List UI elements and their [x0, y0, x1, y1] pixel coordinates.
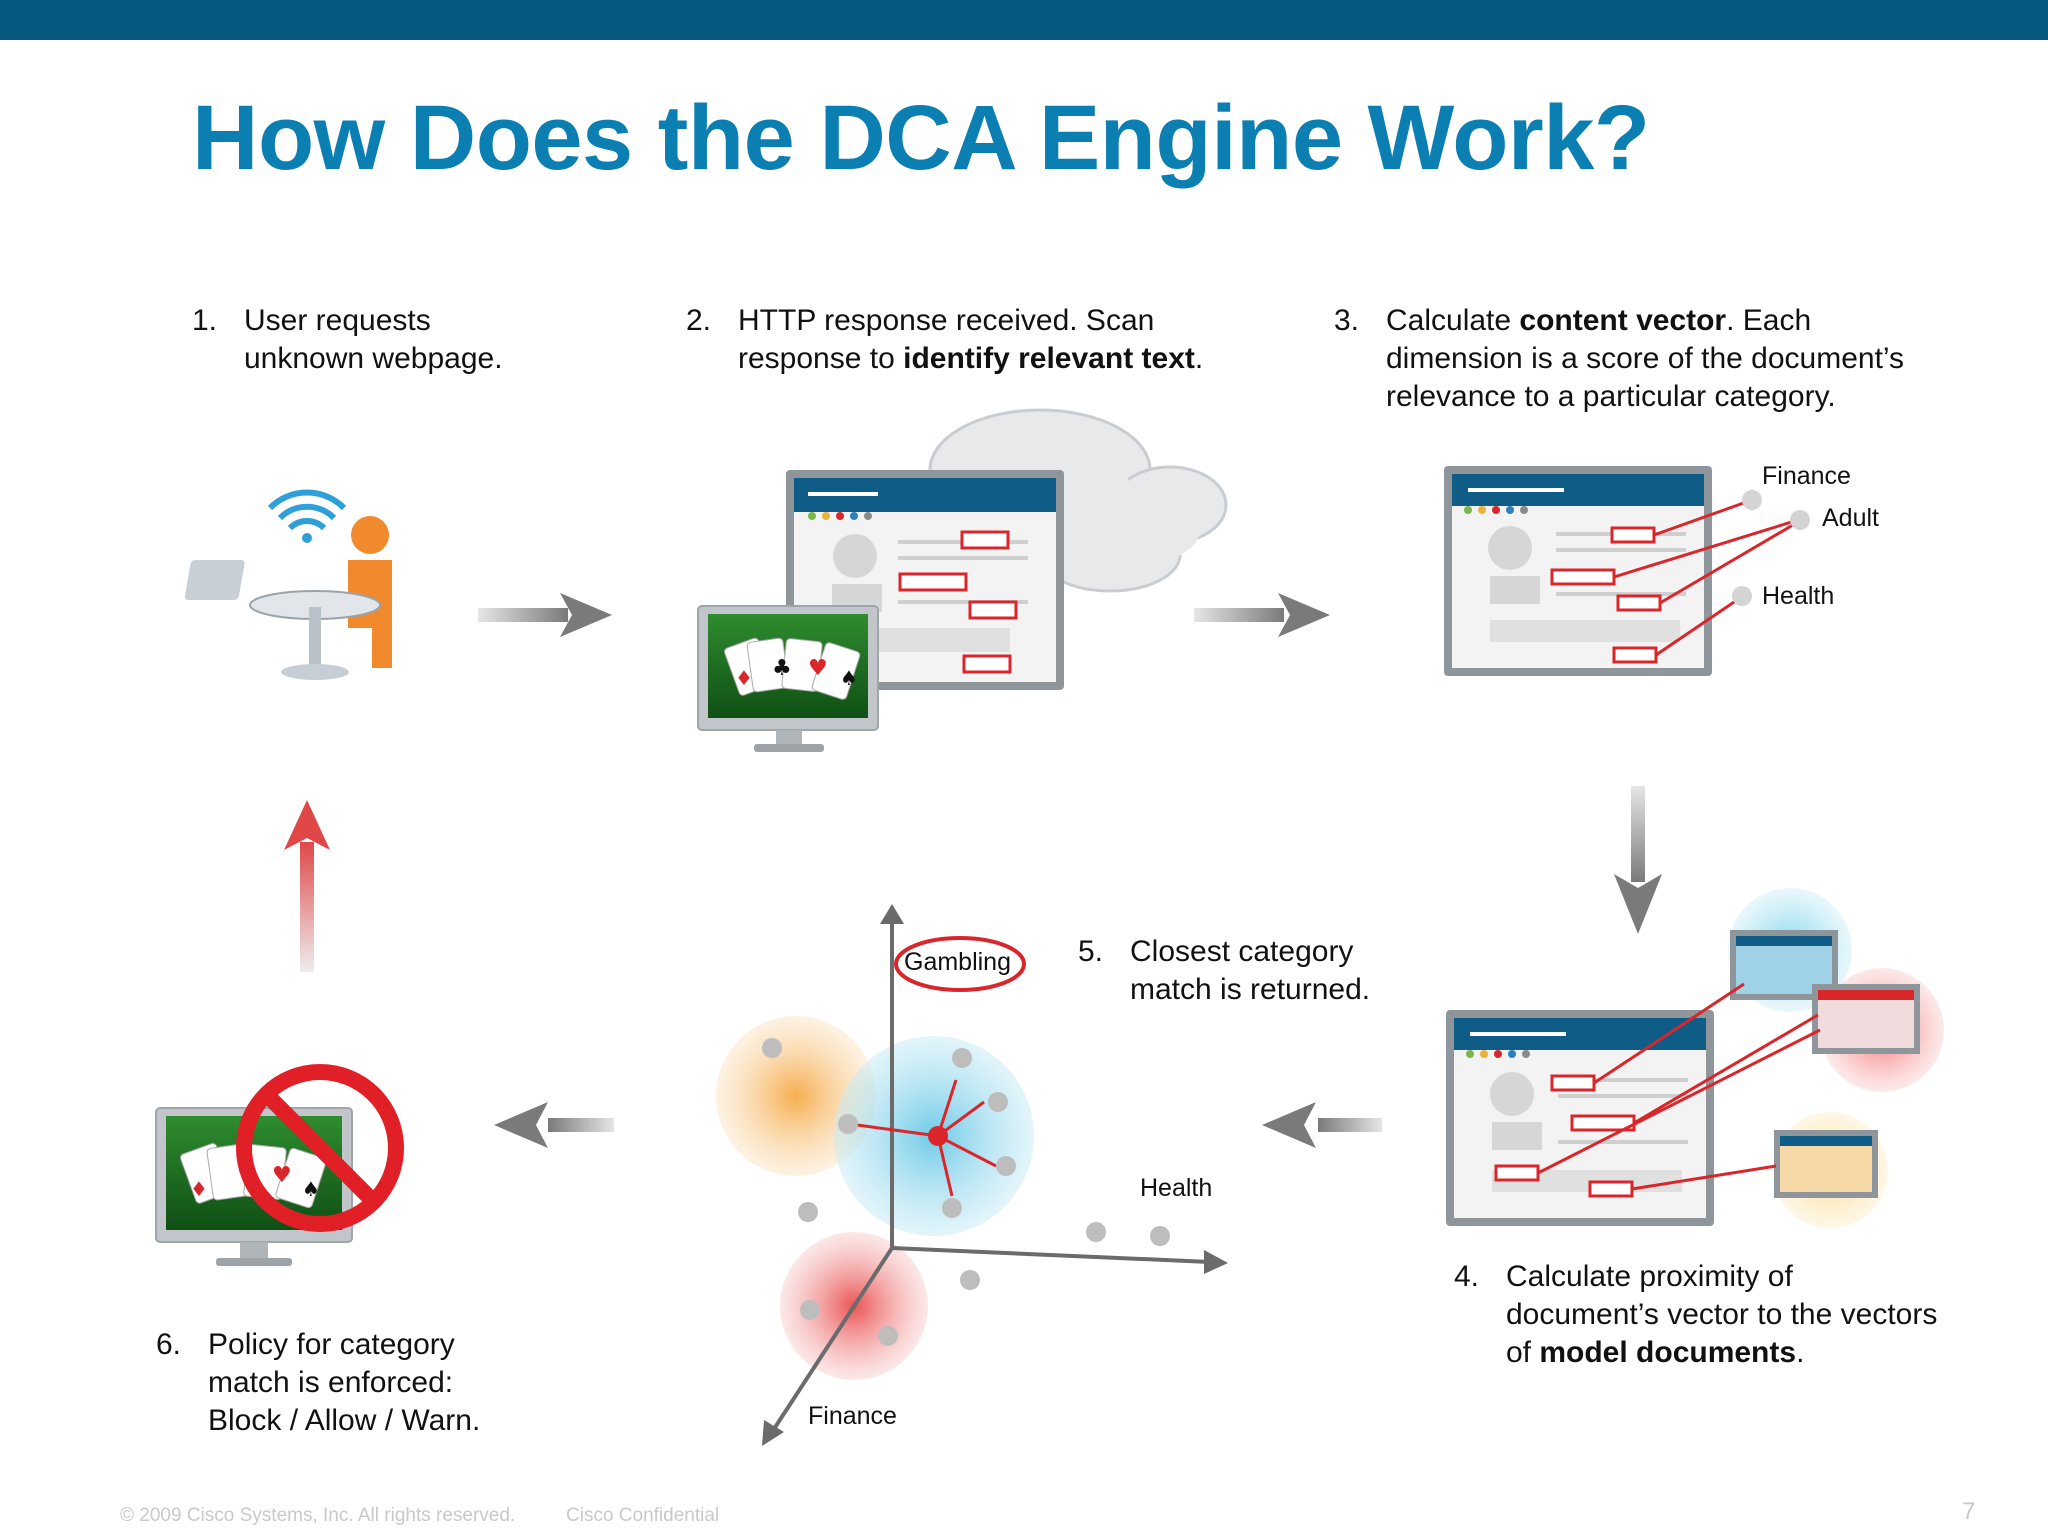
step-line: match is enforced: — [208, 1366, 454, 1399]
step-line: dimension is a score of the document’s — [1386, 342, 1905, 375]
step-line: Block / Allow / Warn. — [208, 1404, 481, 1437]
label-finance: Finance — [1762, 462, 1851, 490]
step-line: Calculate content vector. Each — [1386, 302, 1904, 340]
step-line: Policy for category — [208, 1328, 455, 1361]
step-text: Calculate — [1386, 304, 1520, 337]
svg-text:♣: ♣ — [772, 656, 792, 681]
step-line: relevance to a particular category. — [1386, 380, 1836, 413]
model-documents-icon — [1446, 888, 1944, 1228]
arrow-left-icon — [1262, 1102, 1382, 1148]
svg-text:♠: ♠ — [302, 1177, 320, 1201]
step-text: . — [1194, 342, 1204, 375]
arrow-right-icon — [1194, 593, 1330, 637]
step-number: 6. — [156, 1328, 182, 1361]
step-line: unknown webpage. — [244, 342, 503, 375]
step-line: match is returned. — [1130, 973, 1371, 1006]
svg-text:♦: ♦ — [735, 666, 753, 690]
step-text: of — [1506, 1336, 1540, 1369]
step-number: 3. — [1334, 304, 1360, 337]
arrow-up-icon — [284, 800, 330, 972]
label-gambling: Gambling — [904, 948, 1011, 976]
step-text: . Each — [1726, 304, 1812, 337]
step-line: response to identify relevant text. — [738, 340, 1203, 378]
step-line: of model documents. — [1506, 1334, 1937, 1372]
blocked-site-icon: ♦ ♥ ♠ — [155, 1064, 404, 1266]
slide-title: How Does the DCA Engine Work? — [192, 87, 1650, 189]
step-number: 2. — [686, 304, 712, 337]
label-adult: Adult — [1822, 504, 1879, 532]
arrow-left-icon — [494, 1102, 614, 1148]
axis-label-finance: Finance — [808, 1402, 897, 1430]
step-number: 1. — [192, 304, 218, 337]
copyright-text: © 2009 Cisco Systems, Inc. All rights re… — [120, 1505, 516, 1526]
step-emphasis: model documents — [1539, 1336, 1797, 1369]
step-emphasis: identify relevant text — [903, 342, 1195, 375]
svg-text:♥: ♥ — [808, 656, 828, 681]
step-line: User requests — [244, 304, 431, 337]
axis-label-health: Health — [1140, 1174, 1213, 1202]
step-line: document’s vector to the vectors — [1506, 1298, 1938, 1331]
arrow-down-icon — [1614, 786, 1662, 934]
arrow-right-icon — [478, 593, 612, 637]
svg-text:♦: ♦ — [190, 1177, 208, 1201]
svg-text:♥: ♥ — [272, 1163, 292, 1188]
step-number: 4. — [1454, 1260, 1480, 1293]
step-line: Closest category — [1130, 935, 1354, 968]
gambling-monitor-icon: ♦ ♣ ♥ ♠ — [697, 605, 879, 752]
page-number: 7 — [1962, 1498, 1976, 1525]
step-line: Calculate proximity of — [1506, 1260, 1793, 1293]
content-vector-browser-icon — [1444, 466, 1810, 676]
step-text: response to — [738, 342, 904, 375]
label-health: Health — [1762, 582, 1835, 610]
step-text: . — [1796, 1336, 1805, 1369]
step-number: 5. — [1078, 935, 1104, 968]
svg-text:♠: ♠ — [840, 666, 858, 690]
top-bar — [0, 0, 2048, 40]
step-line: HTTP response received. Scan — [738, 304, 1155, 337]
user-laptop-icon — [184, 489, 392, 680]
step-emphasis: content vector — [1519, 304, 1727, 337]
category-space-plot — [716, 904, 1228, 1446]
confidential-text: Cisco Confidential — [566, 1505, 720, 1526]
